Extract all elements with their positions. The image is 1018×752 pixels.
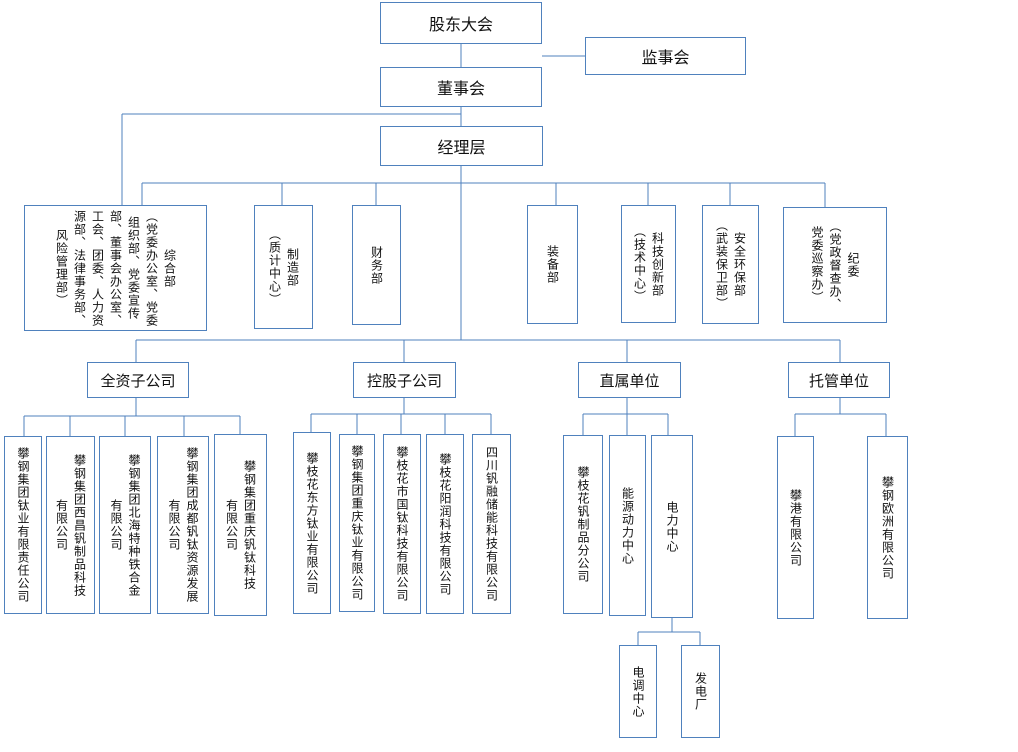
box-company-chongqing-ti: 攀钢集团重庆钛业有限公司 — [339, 434, 375, 612]
box-company-titanium: 攀钢集团钛业有限责任公司 — [4, 436, 42, 614]
group-label: 控股子公司 — [366, 372, 442, 390]
dept-comprehensive-line: 工会、团委、人力资 — [90, 209, 105, 327]
company-chengdu-line: 攀钢集团成都钒钛资源发展 — [185, 447, 199, 603]
box-dept-comprehensive: 综合部（党委办公室、党委组织部、党委宣传部、董事会办公室、工会、团委、人力资源部… — [24, 205, 207, 331]
supervisors-label: 监事会 — [641, 50, 690, 67]
management-label: 经理层 — [437, 140, 486, 157]
company-xichang-line: 攀钢集团西昌钒制品科技 — [72, 453, 87, 597]
unit-vanadium-branch-line: 攀枝花钒制品分公司 — [576, 466, 590, 583]
unit-energy-power-line: 能源动力中心 — [620, 486, 635, 565]
company-beihai-line: 攀钢集团北海特种铁合金 — [127, 453, 141, 597]
unit-power-center-line: 电力中心 — [665, 500, 679, 553]
box-group-trusteeship: 托管单位 — [788, 362, 890, 398]
dept-comprehensive-line: 风险管理部） — [54, 229, 69, 307]
company-xichang-line: 有限公司 — [54, 499, 69, 551]
unit-harbor-line: 攀港有限公司 — [788, 488, 803, 567]
box-unit-europe: 攀钢欧洲有限公司 — [867, 436, 908, 619]
dept-tech-innovation-line: 科技创新部 — [650, 231, 665, 297]
dept-safety-line: （武装保卫部） — [714, 219, 729, 310]
company-titanium-line: 攀钢集团钛业有限责任公司 — [16, 447, 30, 603]
unit-power-plant-line: 发电厂 — [693, 672, 708, 711]
box-unit-power-plant: 发电厂 — [681, 645, 720, 738]
board-label: 董事会 — [436, 81, 485, 98]
dept-discipline-line: 纪委 — [846, 252, 860, 278]
box-company-yangrun: 攀枝花阳润科技有限公司 — [426, 434, 464, 614]
company-chongqing-vt-line: 攀钢集团重庆钒钛科技 — [242, 460, 257, 590]
unit-europe-line: 攀钢欧洲有限公司 — [880, 475, 895, 580]
group-label: 直属单位 — [599, 372, 660, 390]
dept-discipline-line: （党政督查办、 — [828, 219, 842, 311]
box-company-xichang: 攀钢集团西昌钒制品科技有限公司 — [46, 436, 95, 614]
dept-manufacturing-line: 制造部 — [285, 247, 300, 287]
box-shareholders: 股东大会 — [380, 2, 542, 44]
dept-comprehensive-line: 源部、法律事务部、 — [72, 209, 87, 327]
box-company-chongqing-vt: 攀钢集团重庆钒钛科技有限公司 — [214, 434, 267, 616]
company-sichuan-energy-line: 四川钒融储能科技有限公司 — [484, 446, 499, 602]
company-beihai-line: 有限公司 — [109, 499, 123, 551]
dept-discipline-line: 党委巡察办） — [810, 226, 824, 304]
dept-safety-line: 安全环保部 — [732, 232, 747, 297]
company-yangrun-line: 攀枝花阳润科技有限公司 — [438, 452, 452, 596]
dept-manufacturing-line: （质计中心） — [267, 228, 282, 306]
box-unit-energy-power: 能源动力中心 — [609, 435, 646, 616]
box-unit-vanadium-branch: 攀枝花钒制品分公司 — [563, 435, 603, 614]
box-group-direct: 直属单位 — [578, 362, 681, 398]
box-supervisors: 监事会 — [585, 37, 746, 75]
dept-comprehensive-line: 组织部、党委宣传 — [126, 216, 141, 320]
shareholders-label: 股东大会 — [428, 17, 493, 34]
box-dept-finance: 财务部 — [352, 205, 401, 325]
dept-tech-innovation-line: （技术中心） — [632, 225, 647, 303]
box-group-holding: 控股子公司 — [353, 362, 456, 398]
group-label: 托管单位 — [808, 372, 869, 390]
box-company-guotai: 攀枝花市国钛科技有限公司 — [383, 434, 421, 614]
box-unit-harbor: 攀港有限公司 — [777, 436, 814, 619]
box-dept-tech-innovation: 科技创新部（技术中心） — [621, 205, 676, 323]
box-unit-power-center: 电力中心 — [651, 435, 693, 618]
box-company-beihai: 攀钢集团北海特种铁合金有限公司 — [99, 436, 151, 614]
box-dept-equipment: 装备部 — [527, 205, 578, 324]
box-company-chengdu: 攀钢集团成都钒钛资源发展有限公司 — [157, 436, 209, 614]
box-group-wholly-owned: 全资子公司 — [87, 362, 189, 398]
box-board: 董事会 — [380, 67, 542, 107]
group-label: 全资子公司 — [100, 372, 176, 390]
dept-comprehensive-line: 综合部 — [162, 248, 177, 288]
box-company-sichuan-energy: 四川钒融储能科技有限公司 — [472, 434, 511, 614]
dept-comprehensive-line: 部、董事会办公室、 — [108, 209, 123, 327]
dept-finance-line: 财务部 — [369, 245, 384, 285]
dept-comprehensive-line: （党委办公室、党委 — [144, 209, 159, 327]
box-management: 经理层 — [380, 126, 543, 166]
company-chongqing-ti-line: 攀钢集团重庆钛业有限公司 — [350, 445, 364, 601]
company-dongfang-line: 攀枝花东方钛业有限公司 — [305, 451, 319, 595]
company-guotai-line: 攀枝花市国钛科技有限公司 — [395, 446, 409, 602]
box-dept-safety: 安全环保部（武装保卫部） — [702, 205, 759, 324]
dept-equipment-line: 装备部 — [545, 245, 560, 284]
box-unit-dispatch: 电调中心 — [619, 645, 657, 738]
unit-dispatch-line: 电调中心 — [631, 665, 645, 718]
company-chongqing-vt-line: 有限公司 — [224, 499, 239, 551]
company-chengdu-line: 有限公司 — [167, 499, 181, 551]
box-company-dongfang: 攀枝花东方钛业有限公司 — [293, 432, 331, 614]
box-dept-manufacturing: 制造部（质计中心） — [254, 205, 313, 329]
box-dept-discipline: 纪委 （党政督查办、党委巡察办） — [783, 207, 887, 323]
